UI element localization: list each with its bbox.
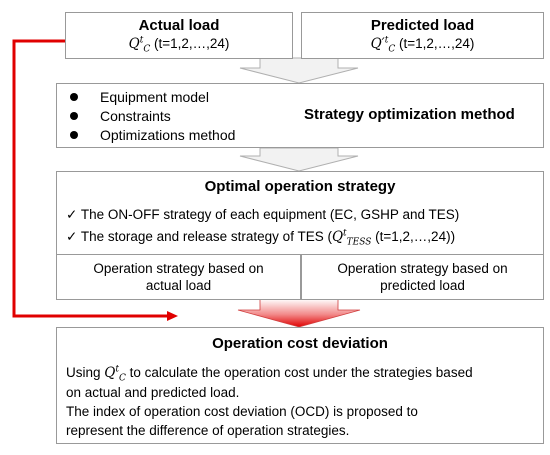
storage-sub: TESS bbox=[346, 237, 372, 248]
predicted-load-title: Predicted load bbox=[370, 17, 475, 34]
optimal-strategy-title: Optimal operation strategy bbox=[204, 178, 396, 195]
bullet-constraints: Constraints bbox=[100, 108, 171, 124]
strategy-optimization-box bbox=[56, 83, 544, 148]
deviation-line1-prefix: Using bbox=[66, 365, 105, 380]
optimal-line-storage: ✓ The storage and release strategy of TE… bbox=[66, 228, 456, 248]
strategy-actual-line1: Operation strategy based on bbox=[93, 261, 264, 276]
bullet-item: Constraints bbox=[70, 107, 235, 126]
deviation-sub: C bbox=[118, 373, 126, 384]
actual-load-box: Actual load QtC (t=1,2,…,24) bbox=[65, 12, 293, 59]
storage-suffix: (t=1,2,…,24)) bbox=[371, 229, 456, 244]
bullet-item: Optimizations method bbox=[70, 126, 235, 145]
deviation-symbol: Q bbox=[104, 365, 116, 381]
predicted-load-expression: Q′tC (t=1,2,…,24) bbox=[302, 35, 543, 55]
predicted-load-symbol: Q′ bbox=[370, 36, 385, 52]
predicted-load-sup: t bbox=[384, 35, 389, 46]
block-arrow-red bbox=[237, 298, 361, 328]
strategy-predicted-line1: Operation strategy based on bbox=[337, 261, 508, 276]
strategy-optimization-title: Strategy optimization method bbox=[304, 106, 515, 123]
bullet-dot-icon bbox=[70, 93, 78, 101]
strategy-bullet-list: Equipment model Constraints Optimization… bbox=[70, 88, 235, 145]
bullet-optimizations-method: Optimizations method bbox=[100, 127, 236, 143]
deviation-title: Operation cost deviation bbox=[212, 335, 388, 352]
feedback-line bbox=[12, 39, 168, 318]
actual-load-expression: QtC (t=1,2,…,24) bbox=[66, 35, 292, 55]
actual-load-symbol: Q bbox=[128, 36, 140, 52]
feedback-arrowhead bbox=[167, 311, 178, 321]
deviation-sup: t bbox=[115, 364, 119, 375]
bullet-dot-icon bbox=[70, 112, 78, 120]
deviation-line1-suffix: to calculate the operation cost under th… bbox=[125, 365, 473, 380]
strategy-actual-load-box: Operation strategy based on actual load bbox=[56, 254, 301, 300]
operation-cost-deviation-box bbox=[56, 327, 544, 444]
strategy-actual-line2: actual load bbox=[145, 278, 212, 293]
strategy-predicted-line2: predicted load bbox=[380, 278, 465, 293]
bullet-equipment-model: Equipment model bbox=[100, 89, 209, 105]
block-arrow-2 bbox=[239, 147, 359, 172]
deviation-line4: represent the difference of operation st… bbox=[66, 423, 350, 438]
deviation-line3: The index of operation cost deviation (O… bbox=[66, 404, 418, 419]
storage-symbol: Q bbox=[331, 229, 344, 245]
deviation-line1: Using QtC to calculate the operation cos… bbox=[66, 363, 473, 383]
predicted-load-range: (t=1,2,…,24) bbox=[395, 36, 475, 51]
deviation-text: Using QtC to calculate the operation cos… bbox=[66, 363, 473, 440]
optimal-line-on-off: ✓ The ON-OFF strategy of each equipment … bbox=[66, 207, 460, 222]
block-arrow-1 bbox=[239, 57, 359, 84]
predicted-load-box: Predicted load Q′tC (t=1,2,…,24) bbox=[301, 12, 544, 59]
actual-load-sup: t bbox=[139, 35, 144, 46]
bullet-item: Equipment model bbox=[70, 88, 235, 107]
deviation-line2: on actual and predicted load. bbox=[66, 385, 240, 400]
storage-prefix: ✓ The storage and release strategy of TE… bbox=[66, 229, 332, 244]
bullet-dot-icon bbox=[70, 131, 78, 139]
actual-load-sub: C bbox=[143, 44, 151, 55]
storage-sup: t bbox=[343, 228, 347, 239]
predicted-load-sub: C bbox=[388, 44, 396, 55]
strategy-predicted-load-box: Operation strategy based on predicted lo… bbox=[301, 254, 544, 300]
actual-load-title: Actual load bbox=[138, 17, 220, 34]
actual-load-range: (t=1,2,…,24) bbox=[150, 36, 230, 51]
